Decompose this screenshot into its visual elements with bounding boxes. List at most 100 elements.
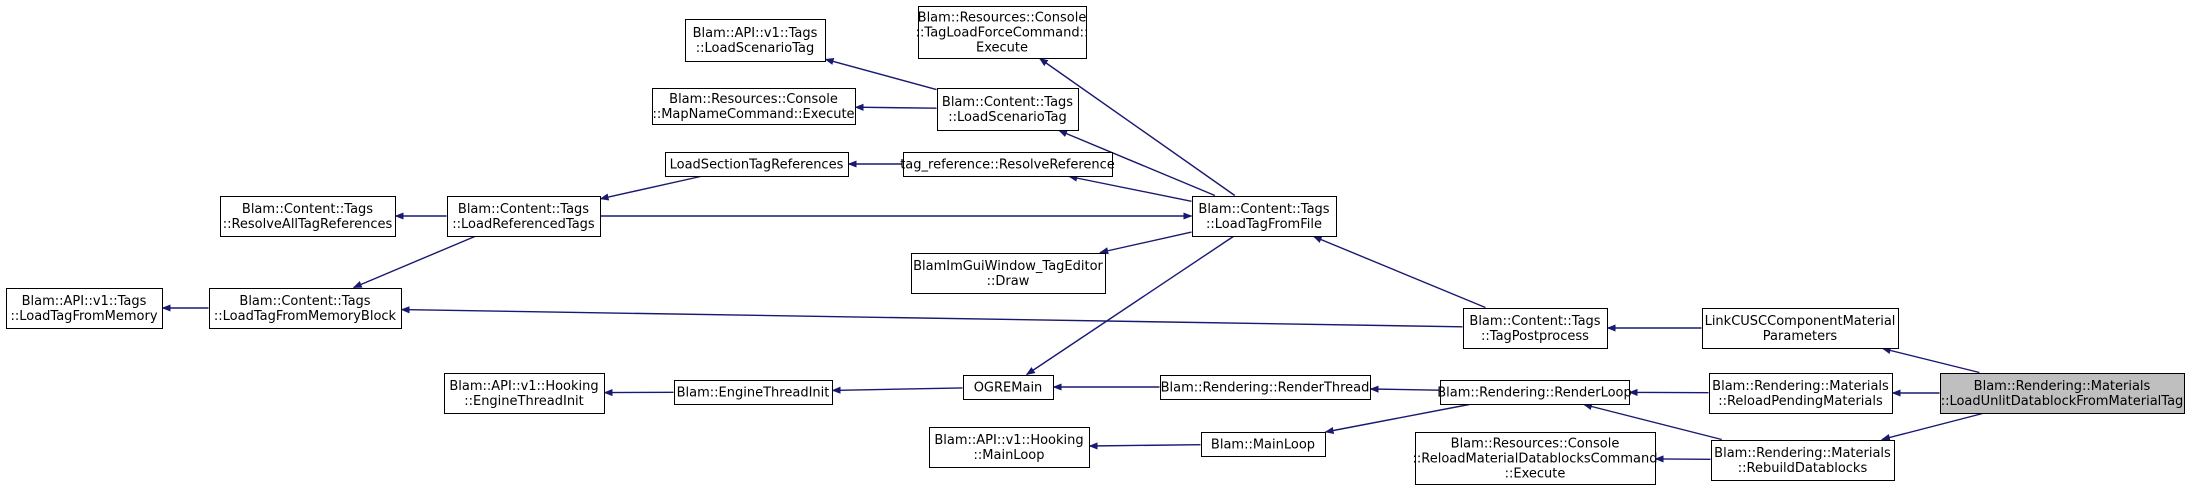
node-label-line: ::LoadScenarioTag <box>948 110 1066 125</box>
node-box <box>444 373 605 414</box>
node-reload-material-cmd[interactable]: Blam::Resources::Console::ReloadMaterial… <box>1413 432 1658 485</box>
function-nodes: Blam::API::v1::Tags::LoadScenarioTagBlam… <box>6 6 2185 485</box>
node-rebuild-datablocks[interactable]: Blam::Rendering::Materials::RebuildDatab… <box>1711 440 1895 481</box>
node-hooking-main-loop[interactable]: Blam::API::v1::Hooking::MainLoop <box>929 427 1090 468</box>
node-label-line: Blam::Resources::Console <box>1451 437 1620 452</box>
edge-resolve-reference-to-load-from-file <box>1068 174 1192 202</box>
node-box <box>963 375 1054 400</box>
node-label-line: ::Execute <box>1505 467 1566 482</box>
node-label-line: Blam::Rendering::Materials <box>1974 379 2151 394</box>
node-label-line: Blam::Content::Tags <box>458 202 589 217</box>
node-load-from-file[interactable]: Blam::Content::Tags::LoadTagFromFile <box>1192 196 1337 237</box>
node-load-section-refs[interactable]: LoadSectionTagReferences <box>665 152 849 177</box>
node-label-line: Blam::MainLoop <box>1211 438 1315 453</box>
edge-load-from-memory-block-to-tag-postprocess <box>400 306 1463 328</box>
node-label-line: ::LoadScenarioTag <box>696 41 814 56</box>
node-box <box>652 88 856 125</box>
node-box <box>209 288 402 329</box>
node-label-line: Blam::Content::Tags <box>242 202 373 217</box>
node-map-name-cmd[interactable]: Blam::Resources::Console::MapNameCommand… <box>652 88 856 125</box>
node-label-line: Blam::EngineThreadInit <box>677 386 830 401</box>
node-render-thread[interactable]: Blam::Rendering::RenderThread <box>1160 375 1371 400</box>
node-box <box>447 196 601 237</box>
node-label-line: ::EngineThreadInit <box>464 394 584 409</box>
edge-render-thread-to-render-loop <box>1369 385 1440 393</box>
node-label-line: Blam::Rendering::RenderLoop <box>1437 386 1632 401</box>
node-load-scenario-content[interactable]: Blam::Content::Tags::LoadScenarioTag <box>937 88 1079 131</box>
node-label-line: ::ResolveAllTagReferences <box>223 217 393 232</box>
node-label-line: Blam::Content::Tags <box>942 95 1073 110</box>
node-box <box>1709 373 1893 414</box>
edge-hooking-main-loop-to-main-loop <box>1088 442 1201 450</box>
node-box <box>1940 373 2185 414</box>
node-box <box>937 88 1079 131</box>
node-label-line: ::Draw <box>987 274 1030 289</box>
node-resolve-all-refs[interactable]: Blam::Content::Tags::ResolveAllTagRefere… <box>220 196 396 237</box>
node-box <box>1463 308 1608 349</box>
node-ogre-main[interactable]: OGREMain <box>963 375 1054 400</box>
node-label-line: LoadSectionTagReferences <box>670 158 844 173</box>
node-label-line: Blam::Content::Tags <box>1469 314 1600 329</box>
node-label-line: tag_reference::ResolveReference <box>900 158 1115 173</box>
node-render-loop[interactable]: Blam::Rendering::RenderLoop <box>1437 380 1632 405</box>
call-edges <box>161 57 1983 463</box>
edge-main-loop-to-render-loop <box>1324 403 1470 435</box>
edge-engine-thread-init-to-ogre-main <box>831 386 963 394</box>
node-label-line: Blam::Content::Tags <box>239 294 370 309</box>
node-box <box>918 6 1087 59</box>
node-label-line: Execute <box>976 41 1028 56</box>
node-engine-thread-init[interactable]: Blam::EngineThreadInit <box>674 380 833 405</box>
node-box <box>1192 196 1337 237</box>
node-tag-load-force[interactable]: Blam::Resources::Console::TagLoadForceCo… <box>916 6 1089 59</box>
node-label-line: Blam::Rendering::RenderThread <box>1161 381 1370 396</box>
node-box <box>1160 375 1371 400</box>
node-box <box>903 152 1113 177</box>
node-box <box>1201 432 1326 457</box>
node-label-line: ::LoadTagFromMemory <box>10 309 157 324</box>
node-load-referenced[interactable]: Blam::Content::Tags::LoadReferencedTags <box>447 196 601 237</box>
node-label-line: Blam::Rendering::Materials <box>1714 446 1891 461</box>
edge-load-scenario-content-to-load-from-file <box>1058 129 1216 197</box>
node-label-line: ::ReloadMaterialDatablocksCommand <box>1413 452 1658 467</box>
node-label-line: Blam::Rendering::Materials <box>1712 379 1889 394</box>
node-label-line: ::LoadTagFromFile <box>1206 217 1322 232</box>
node-load-from-memory-api[interactable]: Blam::API::v1::Tags::LoadTagFromMemory <box>6 288 163 329</box>
edge-map-name-cmd-to-load-scenario-content <box>854 103 937 111</box>
node-reload-pending[interactable]: Blam::Rendering::Materials::ReloadPendin… <box>1709 373 1893 414</box>
node-hooking-engine-init[interactable]: Blam::API::v1::Hooking::EngineThreadInit <box>444 373 605 414</box>
node-label-line: Blam::Resources::Console <box>669 92 838 107</box>
node-box <box>1415 432 1656 485</box>
node-label-line: ::MainLoop <box>974 448 1045 463</box>
node-box <box>220 196 396 237</box>
node-label-line: ::MapNameCommand::Execute <box>652 107 854 122</box>
edge-load-referenced-to-load-section-refs <box>599 175 701 201</box>
node-label-line: Blam::Content::Tags <box>1198 202 1329 217</box>
node-load-from-memory-block[interactable]: Blam::Content::Tags::LoadTagFromMemoryBl… <box>209 288 402 329</box>
edge-load-from-file-to-tag-postprocess <box>1312 235 1486 309</box>
node-label-line: ::ReloadPendingMaterials <box>1718 394 1883 409</box>
node-label-line: Blam::API::v1::Tags <box>22 294 147 309</box>
node-box <box>1702 308 1899 349</box>
node-tag-editor-draw[interactable]: BlamImGuiWindow_TagEditor::Draw <box>911 253 1106 294</box>
node-label-line: LinkCUSCComponentMaterial <box>1705 314 1896 329</box>
node-tag-postprocess[interactable]: Blam::Content::Tags::TagPostprocess <box>1463 308 1608 349</box>
node-main-loop[interactable]: Blam::MainLoop <box>1201 432 1326 457</box>
node-box <box>6 288 163 329</box>
node-load-scenario-api[interactable]: Blam::API::v1::Tags::LoadScenarioTag <box>685 19 826 62</box>
node-box <box>929 427 1090 468</box>
node-label-line: Parameters <box>1763 329 1838 344</box>
node-load-unlit[interactable]: Blam::Rendering::Materials::LoadUnlitDat… <box>1940 373 2185 414</box>
edge-rebuild-datablocks-to-load-unlit <box>1881 412 1983 441</box>
node-box <box>1440 380 1630 405</box>
node-box <box>911 253 1106 294</box>
edge-tag-editor-draw-to-load-from-file <box>1099 231 1192 255</box>
node-label-line: ::LoadReferencedTags <box>452 217 595 232</box>
node-resolve-reference[interactable]: tag_reference::ResolveReference <box>900 152 1115 177</box>
edge-load-scenario-api-to-load-scenario-content <box>824 57 937 91</box>
node-box <box>665 152 849 177</box>
node-label-line: ::TagLoadForceCommand:: <box>916 26 1089 41</box>
node-label-line: ::LoadUnlitDatablockFromMaterialTag <box>1941 394 2184 409</box>
node-label-line: OGREMain <box>974 381 1043 396</box>
node-box <box>685 19 826 62</box>
